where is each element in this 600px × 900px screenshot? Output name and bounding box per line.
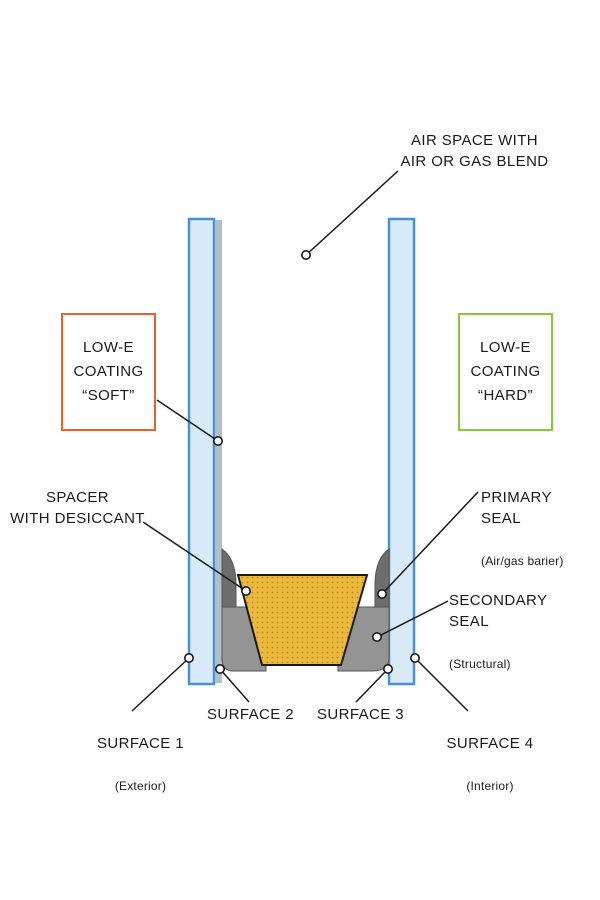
spacer-label: SPACER WITH DESICCANT bbox=[10, 489, 145, 527]
leader-secondary-seal bbox=[376, 600, 449, 638]
surface3-label: SURFACE 3 bbox=[317, 706, 404, 723]
lowe-soft-coating-strip bbox=[215, 220, 222, 683]
dot-air-space bbox=[300, 250, 311, 261]
leader-surface2 bbox=[219, 668, 250, 703]
glass-pane-exterior bbox=[187, 217, 216, 686]
primary-seal-right bbox=[374, 548, 390, 613]
dot-surface3 bbox=[382, 663, 393, 674]
surface4-title: SURFACE 4 bbox=[446, 735, 534, 752]
surface1-subtitle: (Exterior) bbox=[114, 779, 167, 793]
leader-lines bbox=[131, 170, 479, 712]
surface1-label: SURFACE 1 (Exterior) bbox=[78, 712, 203, 816]
dot-secondary-seal bbox=[371, 631, 382, 642]
lowe-hard-box: LOW-E COATING “HARD” bbox=[458, 313, 553, 431]
leader-dots bbox=[184, 250, 420, 674]
dot-spacer bbox=[241, 585, 252, 596]
dot-surface1 bbox=[184, 652, 195, 663]
surface4-label: SURFACE 4 (Interior) bbox=[430, 712, 550, 816]
lowe-soft-box: LOW-E COATING “SOFT” bbox=[61, 313, 156, 431]
surface4-subtitle: (Interior) bbox=[466, 779, 514, 793]
leader-spacer bbox=[142, 521, 247, 592]
secondary-seal-subtitle: (Structural) bbox=[449, 657, 511, 671]
primary-seal-label: PRIMARY SEAL (Air/gas barier) bbox=[481, 466, 600, 591]
dot-primary-seal bbox=[376, 588, 387, 599]
air-space-label: AIR SPACE WITH AIR OR GAS BLEND bbox=[400, 132, 549, 170]
primary-seal-subtitle: (Air/gas barier) bbox=[481, 554, 564, 568]
leader-surface3 bbox=[355, 668, 389, 703]
surface1-title: SURFACE 1 bbox=[97, 735, 184, 752]
leader-lowe-soft bbox=[156, 399, 219, 442]
leader-surface4 bbox=[414, 657, 469, 712]
leader-primary-seal bbox=[381, 491, 479, 595]
secondary-seal-label: SECONDARY SEAL (Structural) bbox=[449, 569, 579, 694]
glass-pane-interior bbox=[387, 217, 416, 686]
secondary-seal-title: SECONDARY SEAL bbox=[449, 592, 548, 630]
surface2-label: SURFACE 2 bbox=[207, 706, 294, 723]
spacer-block bbox=[236, 574, 369, 666]
leader-air-space bbox=[305, 170, 399, 256]
dot-surface2 bbox=[215, 663, 226, 674]
primary-seal-title: PRIMARY SEAL bbox=[481, 489, 552, 527]
dot-surface4 bbox=[409, 652, 420, 663]
leader-surface1 bbox=[131, 657, 190, 712]
dot-lowe-soft bbox=[213, 435, 224, 446]
